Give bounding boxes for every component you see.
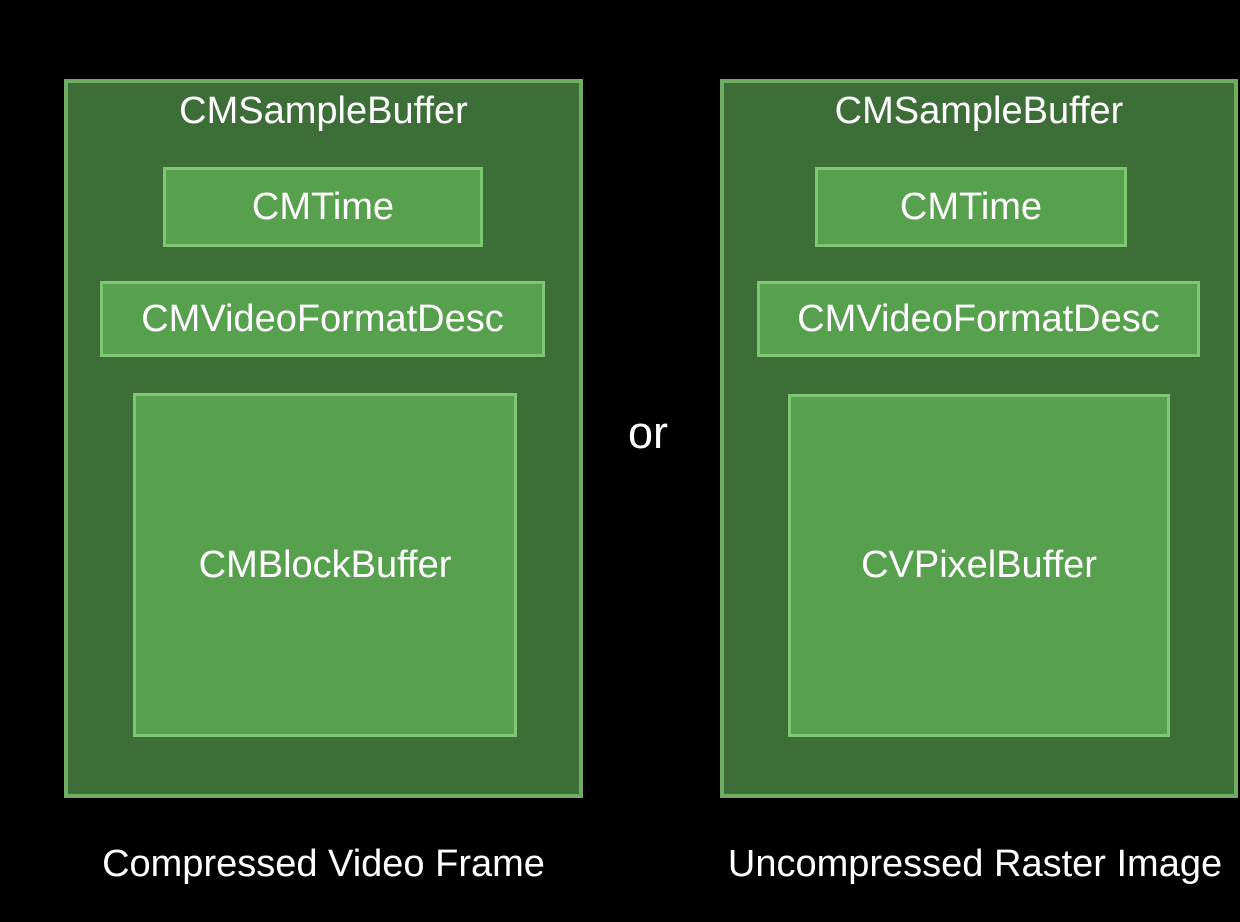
panel-title-compressed: CMSampleBuffer	[179, 90, 468, 132]
cmvideoformatdesc-box-uncompressed: CMVideoFormatDesc	[757, 281, 1200, 357]
caption-compressed-video-frame: Compressed Video Frame	[102, 843, 545, 885]
cmblockbuffer-label: CMBlockBuffer	[198, 543, 452, 586]
compressed-samplebuffer-panel: CMSampleBuffer CMTime CMVideoFormatDesc …	[64, 79, 583, 798]
cmtime-box-uncompressed: CMTime	[815, 167, 1127, 247]
cmblockbuffer-box: CMBlockBuffer	[133, 393, 517, 737]
caption-uncompressed-raster-image: Uncompressed Raster Image	[727, 843, 1223, 885]
cmvideoformatdesc-box-compressed: CMVideoFormatDesc	[100, 281, 545, 357]
cmtime-label: CMTime	[251, 185, 395, 228]
or-label: or	[627, 407, 668, 458]
cvpixelbuffer-box: CVPixelBuffer	[788, 394, 1170, 737]
cmvideoformatdesc-label: CMVideoFormatDesc	[797, 297, 1160, 340]
cmvideoformatdesc-label: CMVideoFormatDesc	[141, 297, 504, 340]
uncompressed-samplebuffer-panel: CMSampleBuffer CMTime CMVideoFormatDesc …	[720, 79, 1238, 798]
cmtime-box-compressed: CMTime	[163, 167, 483, 247]
panel-title-uncompressed: CMSampleBuffer	[834, 90, 1124, 132]
cmtime-label: CMTime	[899, 185, 1043, 228]
cvpixelbuffer-label: CVPixelBuffer	[861, 544, 1097, 586]
